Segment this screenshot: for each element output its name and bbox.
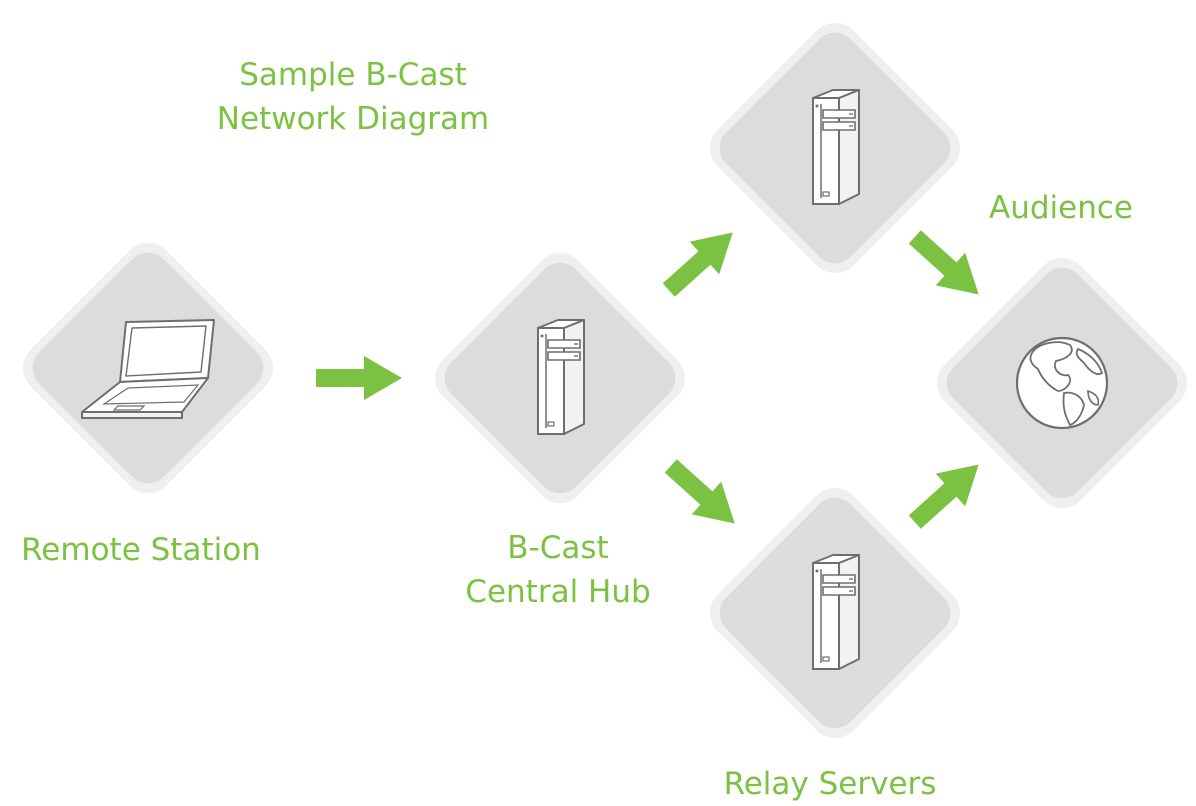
remote-station-label: Remote Station (21, 532, 261, 568)
relay-servers-label: Relay Servers (723, 766, 937, 802)
arrow-hub-to-relay-bottom (656, 449, 750, 540)
diagram-title-line-1: Sample B-Cast (239, 57, 467, 93)
audience-label: Audience (989, 190, 1133, 226)
audience-node (926, 247, 1196, 519)
server-icon (537, 319, 585, 435)
arrow-relay-bottom-to-audience (900, 448, 994, 539)
central-hub-label-line-2: Central Hub (465, 574, 651, 610)
server-icon (812, 554, 860, 670)
central-hub-node (424, 242, 696, 514)
central-hub-label-line-1: B-Cast (507, 530, 609, 566)
globe-icon (1015, 336, 1109, 430)
remote-station-node (12, 232, 284, 504)
server-icon (812, 89, 860, 205)
diagram-title: Sample B-Cast Network Diagram (205, 53, 501, 141)
arrow-remote-to-hub (316, 356, 402, 400)
arrow-relay-top-to-audience (900, 220, 994, 311)
central-hub-label: B-Cast Central Hub (448, 526, 668, 614)
arrow-hub-to-relay-top (654, 216, 748, 307)
laptop-icon (81, 319, 215, 419)
diagram-title-line-2: Network Diagram (216, 101, 490, 137)
